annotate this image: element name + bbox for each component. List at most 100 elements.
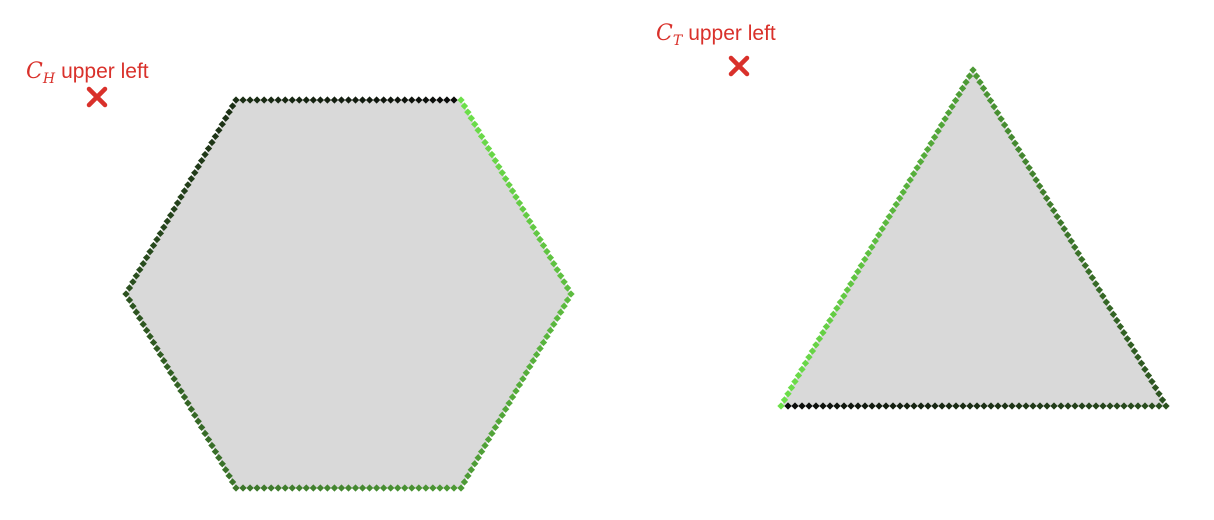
border-dot bbox=[969, 66, 977, 74]
border-dot bbox=[973, 402, 981, 410]
border-dot bbox=[201, 429, 209, 438]
border-dot bbox=[295, 96, 303, 104]
border-dot bbox=[536, 235, 544, 244]
border-dot bbox=[1015, 402, 1023, 410]
triangle-fill bbox=[781, 70, 1166, 406]
border-dot bbox=[868, 402, 876, 410]
border-dot bbox=[139, 320, 147, 328]
border-dot bbox=[197, 423, 206, 432]
border-dot bbox=[979, 84, 988, 93]
border-dot bbox=[938, 402, 946, 410]
border-dot bbox=[204, 144, 213, 153]
triangle-label-var: C bbox=[656, 21, 673, 46]
border-dot bbox=[467, 114, 475, 122]
border-dot bbox=[450, 484, 458, 492]
border-dot bbox=[330, 96, 339, 104]
border-dot bbox=[1039, 188, 1047, 196]
border-dot bbox=[132, 272, 140, 280]
border-dot bbox=[365, 96, 374, 104]
border-dot bbox=[986, 96, 995, 105]
border-dot bbox=[215, 454, 223, 462]
border-dot bbox=[408, 484, 416, 492]
border-dot bbox=[1123, 335, 1132, 343]
border-dot bbox=[330, 484, 339, 492]
border-dot bbox=[142, 326, 151, 335]
border-dot bbox=[153, 235, 161, 244]
border-dot bbox=[239, 96, 247, 104]
border-dot bbox=[194, 417, 202, 425]
border-dot bbox=[567, 290, 575, 298]
border-dot bbox=[536, 344, 544, 353]
border-dot bbox=[958, 84, 967, 93]
border-dot bbox=[546, 253, 555, 262]
triangle-label-sub: T bbox=[673, 33, 684, 49]
border-dot bbox=[394, 96, 402, 104]
border-dot bbox=[532, 229, 541, 238]
border-dot bbox=[436, 96, 444, 104]
border-dot bbox=[163, 217, 171, 225]
border-dot bbox=[309, 484, 318, 492]
border-dot bbox=[170, 375, 178, 383]
border-dot bbox=[464, 108, 472, 116]
border-dot bbox=[253, 96, 261, 104]
border-dot bbox=[197, 156, 206, 165]
border-dot bbox=[505, 181, 513, 189]
border-dot bbox=[917, 402, 925, 410]
border-dot bbox=[819, 402, 827, 410]
border-dot bbox=[146, 247, 154, 256]
border-dot bbox=[962, 78, 970, 86]
border-dot bbox=[191, 411, 199, 419]
border-dot bbox=[288, 96, 296, 104]
border-dot bbox=[924, 402, 932, 410]
border-dot bbox=[160, 223, 168, 231]
border-dot bbox=[916, 157, 925, 166]
border-dot bbox=[805, 402, 813, 410]
border-dot bbox=[173, 381, 182, 389]
border-dot bbox=[857, 261, 865, 270]
border-dot bbox=[829, 310, 838, 319]
border-dot bbox=[560, 278, 568, 286]
border-dot bbox=[211, 447, 220, 456]
border-dot bbox=[951, 96, 960, 105]
border-dot bbox=[295, 484, 303, 492]
border-dot bbox=[539, 241, 548, 250]
border-dot bbox=[861, 402, 869, 410]
triangle-label-text: upper left bbox=[688, 22, 776, 45]
border-dot bbox=[777, 402, 785, 410]
border-dot bbox=[177, 193, 185, 201]
border-dot bbox=[798, 402, 806, 410]
hexagon-label-var: C bbox=[26, 59, 43, 84]
border-dot bbox=[471, 460, 479, 468]
border-dot bbox=[163, 363, 171, 371]
border-dot bbox=[805, 353, 813, 361]
border-dot bbox=[896, 402, 904, 410]
border-dot bbox=[484, 435, 493, 444]
border-dot bbox=[170, 205, 178, 213]
border-dot bbox=[557, 272, 565, 280]
border-dot bbox=[288, 484, 296, 492]
border-dot bbox=[337, 96, 346, 104]
border-dot bbox=[1008, 402, 1016, 410]
cross-marker-icon bbox=[728, 55, 750, 77]
border-dot bbox=[980, 402, 988, 410]
border-dot bbox=[955, 90, 963, 99]
border-dot bbox=[260, 484, 268, 492]
border-dot bbox=[840, 402, 848, 410]
border-dot bbox=[784, 402, 792, 410]
border-dot bbox=[281, 96, 289, 104]
border-dot bbox=[267, 96, 275, 104]
border-dot bbox=[167, 369, 175, 377]
border-dot bbox=[232, 96, 240, 104]
border-dot bbox=[1137, 359, 1146, 367]
border-dot bbox=[519, 375, 527, 383]
border-dot bbox=[387, 96, 395, 104]
border-dot bbox=[136, 314, 144, 322]
border-dot bbox=[1109, 310, 1118, 319]
border-dot bbox=[464, 472, 472, 480]
border-dot bbox=[415, 484, 423, 492]
border-dot bbox=[854, 402, 862, 410]
border-dot bbox=[1116, 322, 1125, 331]
